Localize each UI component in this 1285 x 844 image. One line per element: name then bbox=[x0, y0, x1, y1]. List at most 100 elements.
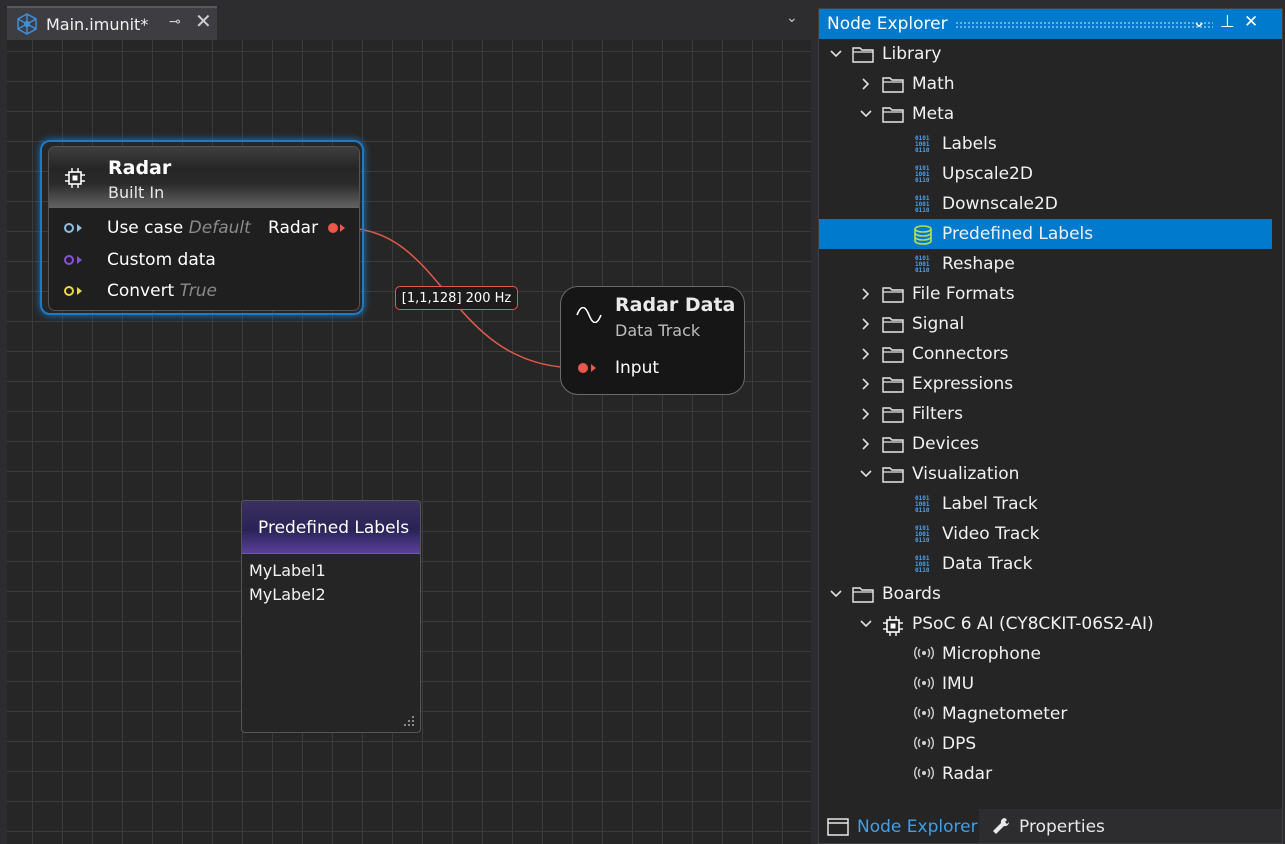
node-explorer-header[interactable]: Node Explorer ⌄ ⊥ ✕ bbox=[819, 9, 1282, 39]
radar-node-header[interactable]: Radar Built In bbox=[49, 147, 359, 208]
chevron-right-icon[interactable] bbox=[858, 406, 874, 422]
list-item[interactable]: MyLabel1 bbox=[249, 561, 326, 580]
svg-text:0110: 0110 bbox=[915, 177, 930, 183]
tree-item-meta[interactable]: Meta bbox=[819, 99, 1272, 129]
chip-icon bbox=[65, 168, 85, 188]
folder-icon bbox=[882, 105, 904, 123]
tree-item-label: Connectors bbox=[912, 344, 1009, 364]
tree-item-label: Devices bbox=[912, 434, 979, 454]
tree-item-signal[interactable]: Signal bbox=[819, 309, 1272, 339]
tree-item-label: Math bbox=[912, 74, 955, 94]
chevron-right-icon[interactable] bbox=[858, 376, 874, 392]
predefined-labels-node[interactable]: Predefined Labels MyLabel1 MyLabel2 bbox=[241, 500, 421, 733]
svg-text:0101: 0101 bbox=[915, 195, 930, 202]
predefined-labels-title: Predefined Labels bbox=[258, 518, 410, 538]
drag-grip[interactable] bbox=[955, 21, 1213, 28]
graph-canvas[interactable]: Radar Built In Use case Default Custom d… bbox=[7, 40, 811, 844]
pin-icon[interactable]: ⊥ bbox=[1220, 12, 1235, 32]
tree-item-filters[interactable]: Filters bbox=[819, 399, 1272, 429]
chevron-right-icon[interactable] bbox=[858, 436, 874, 452]
sensor-icon bbox=[912, 645, 934, 663]
input-port-input[interactable] bbox=[578, 363, 588, 373]
svg-text:1001: 1001 bbox=[915, 261, 930, 268]
output-port-radar[interactable] bbox=[328, 223, 338, 233]
tree-item-label: Video Track bbox=[942, 524, 1040, 544]
tree-item-label: Magnetometer bbox=[942, 704, 1068, 724]
chevron-right-icon[interactable] bbox=[858, 346, 874, 362]
svg-text:0110: 0110 bbox=[915, 147, 930, 153]
chevron-right-icon[interactable] bbox=[858, 76, 874, 92]
tree-item-label: Radar bbox=[942, 764, 993, 784]
chevron-down-icon[interactable]: ⌄ bbox=[786, 10, 798, 26]
tree-item-label: Downscale2D bbox=[942, 194, 1058, 214]
tree-item-label: Label Track bbox=[942, 494, 1038, 514]
window-icon bbox=[827, 818, 849, 836]
chevron-down-icon[interactable]: ⌄ bbox=[1192, 12, 1207, 32]
tree-item-devices[interactable]: Devices bbox=[819, 429, 1272, 459]
svg-text:0101: 0101 bbox=[915, 135, 930, 142]
tree-item-visualization[interactable]: Visualization bbox=[819, 459, 1272, 489]
chevron-right-icon[interactable] bbox=[858, 286, 874, 302]
svg-text:1001: 1001 bbox=[915, 171, 930, 178]
tree-item-imu[interactable]: IMU bbox=[819, 669, 1272, 699]
port-label: Custom data bbox=[107, 250, 216, 270]
tree-item-dps[interactable]: DPS bbox=[819, 729, 1272, 759]
tree-item-radar[interactable]: Radar bbox=[819, 759, 1272, 789]
document-tab[interactable]: Main.imunit* ⊸ ✕ bbox=[7, 6, 217, 40]
tree-item-file-formats[interactable]: File Formats bbox=[819, 279, 1272, 309]
folder-icon bbox=[882, 315, 904, 333]
tree-item-microphone[interactable]: Microphone bbox=[819, 639, 1272, 669]
chip-icon bbox=[882, 615, 904, 636]
tree-item-label: PSoC 6 AI (CY8CKIT-06S2-AI) bbox=[912, 614, 1154, 634]
selection-outline bbox=[40, 140, 364, 315]
radar-data-node[interactable]: Radar Data Data Track Input bbox=[560, 286, 745, 395]
close-icon[interactable]: ✕ bbox=[1244, 12, 1259, 32]
tree-item-library[interactable]: Library bbox=[819, 39, 1272, 69]
chevron-right-icon[interactable] bbox=[858, 316, 874, 332]
tree-item-connectors[interactable]: Connectors bbox=[819, 339, 1272, 369]
tree-item-predefined-labels[interactable]: Predefined Labels bbox=[819, 219, 1272, 249]
tree-item-psoc-6-ai-cy8ckit-06s2-ai[interactable]: PSoC 6 AI (CY8CKIT-06S2-AI) bbox=[819, 609, 1272, 639]
port-arrow bbox=[77, 224, 82, 232]
input-port-custom-data[interactable] bbox=[64, 255, 74, 265]
pin-icon[interactable]: ⊸ bbox=[169, 14, 181, 30]
predefined-labels-header[interactable]: Predefined Labels bbox=[242, 501, 420, 554]
radar-node-subtitle: Built In bbox=[108, 183, 165, 202]
chevron-down-icon[interactable] bbox=[828, 46, 844, 62]
resize-grip-icon[interactable] bbox=[402, 714, 416, 728]
input-port-use-case[interactable] bbox=[64, 223, 74, 233]
tree-item-magnetometer[interactable]: Magnetometer bbox=[819, 699, 1272, 729]
list-item[interactable]: MyLabel2 bbox=[249, 585, 326, 604]
radar-data-node-subtitle: Data Track bbox=[615, 321, 701, 340]
port-arrow bbox=[591, 364, 596, 372]
tree-item-label: File Formats bbox=[912, 284, 1015, 304]
tree-item-math[interactable]: Math bbox=[819, 69, 1272, 99]
folder-icon bbox=[882, 375, 904, 393]
tree-item-boards[interactable]: Boards bbox=[819, 579, 1272, 609]
tree-item-label: Boards bbox=[882, 584, 941, 604]
chevron-down-icon[interactable] bbox=[828, 586, 844, 602]
tree-item-expressions[interactable]: Expressions bbox=[819, 369, 1272, 399]
radar-data-node-title: Radar Data bbox=[615, 294, 736, 316]
tab-node-explorer[interactable]: Node Explorer bbox=[819, 809, 979, 843]
folder-icon bbox=[852, 585, 874, 603]
chevron-down-icon[interactable] bbox=[858, 616, 874, 632]
svg-text:1001: 1001 bbox=[915, 531, 930, 538]
port-label: Input bbox=[615, 358, 660, 378]
radar-node[interactable]: Radar Built In Use case Default Custom d… bbox=[48, 146, 360, 311]
close-icon[interactable]: ✕ bbox=[195, 9, 212, 33]
chevron-down-icon[interactable] bbox=[858, 466, 874, 482]
input-port-convert[interactable] bbox=[64, 286, 74, 296]
svg-text:1001: 1001 bbox=[915, 501, 930, 508]
chevron-down-icon[interactable] bbox=[858, 106, 874, 122]
svg-text:0101: 0101 bbox=[915, 525, 930, 532]
